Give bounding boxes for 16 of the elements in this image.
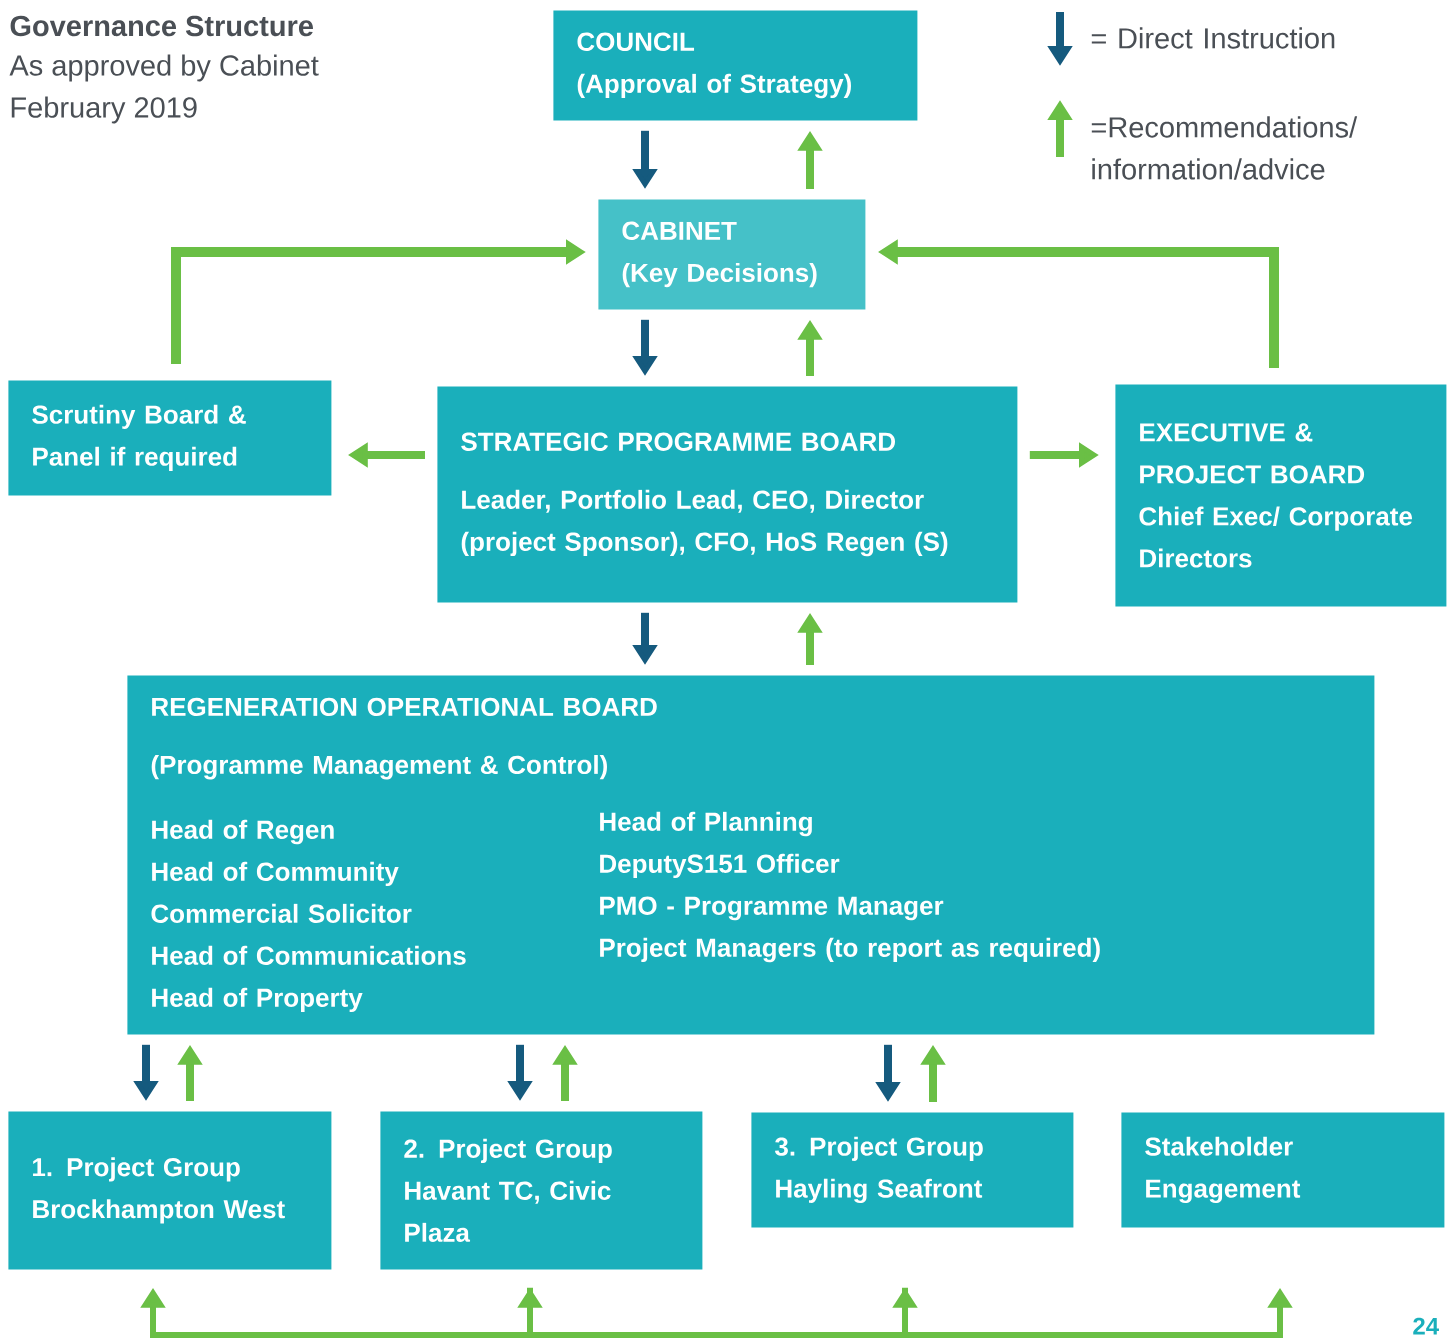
project-group-box: 1. Project Group Brockhampton West bbox=[8, 1111, 332, 1270]
date-text: February 2019 bbox=[11, 96, 197, 124]
stakeholder-box: Stakeholder Engagement bbox=[1121, 1112, 1445, 1228]
council-box: COUNCIL (Approval of Strategy) bbox=[553, 10, 918, 121]
programme-board-box: STRATEGIC PROGRAMME BOARD Leader, Portfolio Lead, CEO, Director (project Sponsor), CFO, HoS Regen (S) bbox=[437, 386, 1018, 603]
project-group-box: 3. Project Group Hayling Seafront bbox=[751, 1112, 1074, 1228]
legend-text: = Direct Instruction bbox=[1091, 27, 1335, 49]
operational-board-box: REGENERATION OPERATIONAL BOARD (Programme Management & Control) Head of Regen Head of Community Commercial Solicitor Head of Communications Head of Property Head of Planning DeputyS151 Officer PMO - Programme Manager Project Managers (to report as required) bbox=[127, 675, 1375, 1035]
page-number: 24 bbox=[1413, 1317, 1439, 1335]
subtitle: As approved by Cabinet bbox=[9, 54, 319, 82]
scrutiny-box: Scrutiny Board & Panel if required bbox=[8, 380, 332, 496]
project-group-box: 2. Project Group Havant TC, Civic Plaza bbox=[380, 1111, 703, 1270]
executive-board-box: EXECUTIVE & PROJECT BOARD Chief Exec/ Corporate Directors bbox=[1115, 384, 1447, 607]
title: Governance Structure bbox=[10, 15, 313, 37]
legend-text: =Recommendations/ information/advice bbox=[1091, 116, 1358, 180]
cabinet-box: CABINET (Key Decisions) bbox=[598, 199, 866, 310]
